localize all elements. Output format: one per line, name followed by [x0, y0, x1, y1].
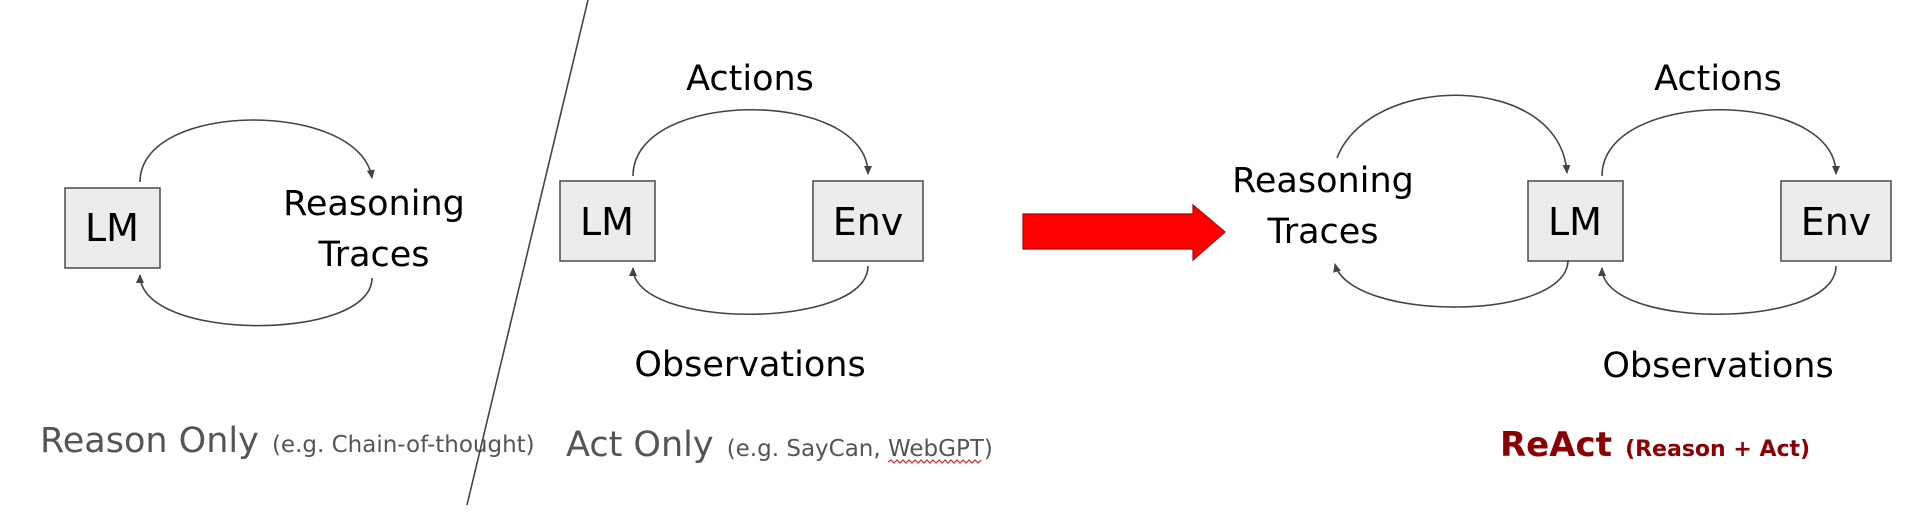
reason-only-caption: Reason Only (e.g. Chain-of-thought) — [40, 421, 535, 461]
react-actions-arc — [1601, 109, 1840, 177]
act-only-env-box — [812, 180, 924, 262]
react-lm-box — [1527, 180, 1624, 262]
big-red-arrow — [1022, 203, 1226, 262]
react-lm-to-reasoning-arc — [1333, 259, 1569, 308]
react-caption-main: ReAct — [1500, 425, 1612, 465]
act-only-actions-arc — [632, 109, 872, 177]
react-panel: Reasoning Traces LM Env Actions Observat… — [1232, 59, 1892, 465]
act-only-caption-main: Act Only — [566, 425, 714, 465]
act-only-observations-text: Observations — [634, 345, 865, 385]
act-only-caption: Act Only (e.g. SayCan, WebGPT) — [566, 425, 993, 465]
react-observations-arc — [1598, 265, 1837, 315]
react-env-box — [1780, 180, 1892, 262]
react-caption-sub: (Reason + Act) — [1625, 437, 1810, 462]
reason-only-lm-label: LM — [85, 206, 139, 250]
act-only-lm-box — [559, 180, 656, 262]
panel-divider — [466, 0, 589, 506]
act-only-lm-label: LM — [580, 200, 634, 244]
react-observations-text: Observations — [1602, 346, 1833, 386]
reason-only-bottom-arc — [136, 274, 373, 327]
react-reasoning-to-lm-arc — [1336, 94, 1571, 174]
act-only-caption-sub-open: (e.g. SayCan, — [727, 436, 888, 462]
react-caption: ReAct (Reason + Act) — [1500, 425, 1810, 465]
react-traces-text: Traces — [1266, 212, 1378, 252]
act-only-env-label: Env — [833, 200, 904, 244]
reason-only-lm-box — [64, 187, 161, 269]
react-lm-label: LM — [1548, 200, 1602, 244]
reason-only-panel: LM Reasoning Traces Reason Only (e.g. Ch… — [40, 119, 535, 461]
act-only-actions-text: Actions — [686, 59, 814, 99]
reason-only-top-arc — [139, 119, 375, 183]
act-only-panel: Actions LM Env Observations Act Only (e.… — [559, 59, 993, 465]
react-actions-text: Actions — [1654, 59, 1782, 99]
react-env-label: Env — [1801, 200, 1872, 244]
spellcheck-underline — [887, 459, 982, 464]
act-only-caption-webgpt: WebGPT — [888, 436, 985, 462]
act-only-caption-sub-close: ) — [984, 436, 993, 462]
reason-only-reasoning-text: Reasoning — [283, 184, 465, 224]
reason-only-traces-text: Traces — [317, 235, 429, 275]
reason-only-caption-main: Reason Only — [40, 421, 259, 461]
reason-only-caption-sub: (e.g. Chain-of-thought) — [272, 432, 535, 458]
react-reasoning-text: Reasoning — [1232, 161, 1414, 201]
act-only-observations-arc — [629, 265, 869, 315]
